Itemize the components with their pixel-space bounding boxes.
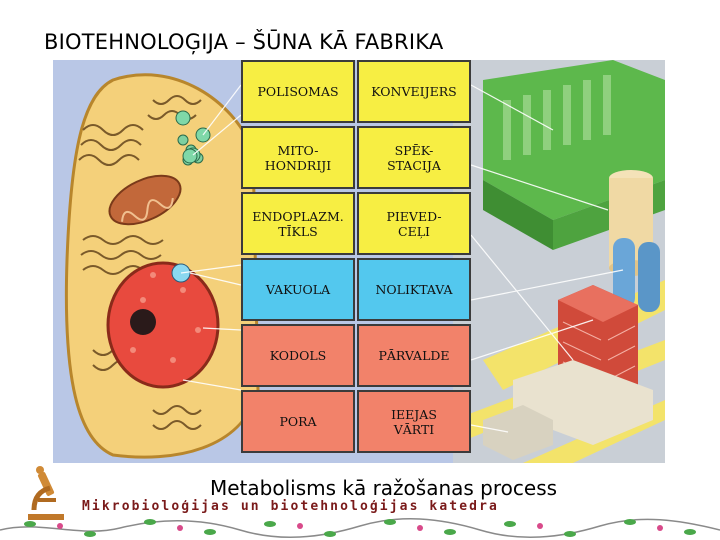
cell-factory-illustration: POLISOMAS KONVEIJERS MITO- HONDRIJI SPĒK…: [53, 60, 665, 463]
label-cell-pore: PORA: [241, 390, 355, 453]
label-factory-warehouse: NOLIKTAVA: [357, 258, 471, 321]
vine-border: [0, 512, 720, 540]
label-factory-entrance-gate: IEEJAS VĀRTI: [357, 390, 471, 453]
label-grid: POLISOMAS KONVEIJERS MITO- HONDRIJI SPĒK…: [241, 60, 471, 463]
label-cell-polysomes: POLISOMAS: [241, 60, 355, 123]
label-factory-conveyor: KONVEIJERS: [357, 60, 471, 123]
label-factory-access-roads: PIEVED- CEĻI: [357, 192, 471, 255]
slide-caption: Metabolisms kā ražošanas process: [210, 476, 557, 500]
label-cell-endoplasmic-reticulum: ENDOPLAZM. TĪKLS: [241, 192, 355, 255]
label-factory-power-station: SPĒK- STACIJA: [357, 126, 471, 189]
label-cell-mitochondria: MITO- HONDRIJI: [241, 126, 355, 189]
slide-title: BIOTEHNOLOĢIJA – ŠŪNA KĀ FABRIKA: [44, 30, 443, 54]
label-factory-management: PĀRVALDE: [357, 324, 471, 387]
label-cell-vacuole: VAKUOLA: [241, 258, 355, 321]
label-cell-nucleus: KODOLS: [241, 324, 355, 387]
